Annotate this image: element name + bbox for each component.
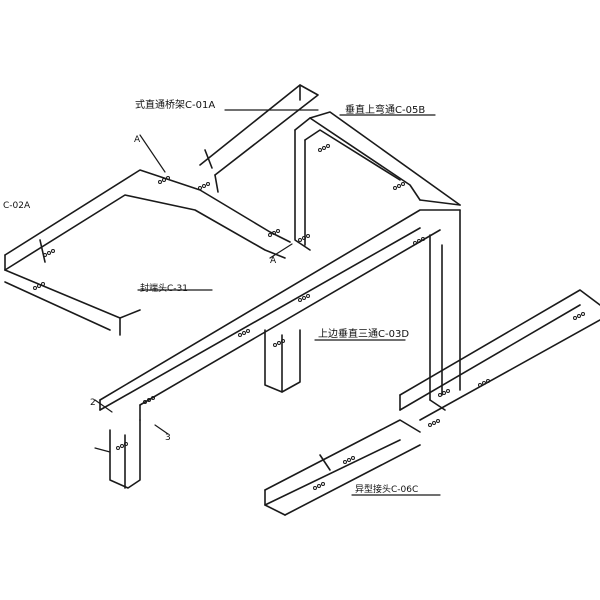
reducer-tray: [264, 419, 421, 516]
bolt-hole: [298, 238, 302, 242]
bolt-hole: [202, 184, 206, 188]
bolt-hole: [47, 251, 51, 255]
bolt-hole: [43, 253, 47, 257]
bolt-hole: [268, 233, 272, 237]
bolt-hole: [246, 329, 250, 333]
bolt-hole: [317, 484, 321, 488]
bolt-hole: [313, 486, 317, 490]
bolt-hole: [302, 236, 306, 240]
bolt-hole: [393, 186, 397, 190]
diagram-labels: 式直通桥架C-01A 垂直上弯通C-05B C-02A A A 封端头C-31 …: [3, 98, 425, 495]
bolt-hole: [347, 458, 351, 462]
bolt-hole: [33, 286, 37, 290]
bolt-hole: [446, 389, 450, 393]
bolt-hole: [478, 383, 482, 387]
bolt-hole: [298, 298, 302, 302]
bolt-hole: [318, 148, 322, 152]
bolt-hole: [306, 294, 310, 298]
label-straight-tray: 式直通桥架C-01A: [135, 98, 215, 111]
label-end-cap: 封端头C-31: [140, 282, 188, 294]
bolt-hole: [277, 341, 281, 345]
bolt-hole: [116, 446, 120, 450]
bolt-hole: [302, 296, 306, 300]
bolt-hole: [198, 186, 202, 190]
vertical-tee-drop: [264, 329, 301, 393]
bolt-hole: [482, 381, 486, 385]
label-reducer: 异型接头C-06C: [355, 483, 418, 495]
bolt-hole: [436, 419, 440, 423]
label-top-vertical-tee: 上边垂直三通C-03D: [318, 327, 409, 340]
label-marker-a-bottom: A: [270, 256, 277, 266]
bolt-hole: [322, 146, 326, 150]
bolt-hole: [272, 231, 276, 235]
bolt-hole: [206, 182, 210, 186]
label-marker-a-top: A: [134, 135, 141, 145]
vertical-riser: [429, 209, 461, 411]
bolt-hole: [37, 284, 41, 288]
bolt-hole: [438, 393, 442, 397]
bolt-hole: [120, 444, 124, 448]
bolt-hole: [573, 316, 577, 320]
bolt-hole: [321, 482, 325, 486]
bolt-hole: [421, 237, 425, 241]
bolt-hole: [124, 442, 128, 446]
bolt-hole: [306, 234, 310, 238]
vertical-up-bend: [294, 111, 461, 251]
bolt-hole: [276, 229, 280, 233]
bolt-hole: [577, 314, 581, 318]
lower-right-tray: [399, 289, 600, 421]
bolt-hole: [281, 339, 285, 343]
label-marker-2: 2: [90, 398, 96, 408]
bolt-hole: [147, 398, 151, 402]
bolt-hole: [343, 460, 347, 464]
bolt-hole: [581, 312, 585, 316]
bolt-holes: [33, 144, 585, 490]
main-tray: [99, 209, 461, 421]
bolt-hole: [242, 331, 246, 335]
straight-tray-upper: [199, 84, 319, 193]
bolt-hole: [397, 184, 401, 188]
bolt-hole: [151, 396, 155, 400]
bolt-hole: [238, 333, 242, 337]
bolt-hole: [432, 421, 436, 425]
bolt-hole: [326, 144, 330, 148]
label-vertical-up-bend: 垂直上弯通C-05B: [345, 103, 425, 116]
bolt-hole: [486, 379, 490, 383]
bolt-hole: [413, 241, 417, 245]
bolt-hole: [41, 282, 45, 286]
bolt-hole: [351, 456, 355, 460]
bolt-hole: [442, 391, 446, 395]
bolt-hole: [417, 239, 421, 243]
bolt-hole: [428, 423, 432, 427]
bolt-hole: [166, 176, 170, 180]
bolt-hole: [162, 178, 166, 182]
bolt-hole: [273, 343, 277, 347]
leader-lines: [94, 109, 441, 496]
bolt-hole: [51, 249, 55, 253]
label-marker-3: 3: [165, 433, 171, 443]
bolt-hole: [401, 182, 405, 186]
bolt-hole: [143, 400, 147, 404]
bolt-hole: [158, 180, 162, 184]
label-horizontal-bend: C-02A: [3, 201, 31, 211]
left-drop-leg: [109, 419, 141, 489]
